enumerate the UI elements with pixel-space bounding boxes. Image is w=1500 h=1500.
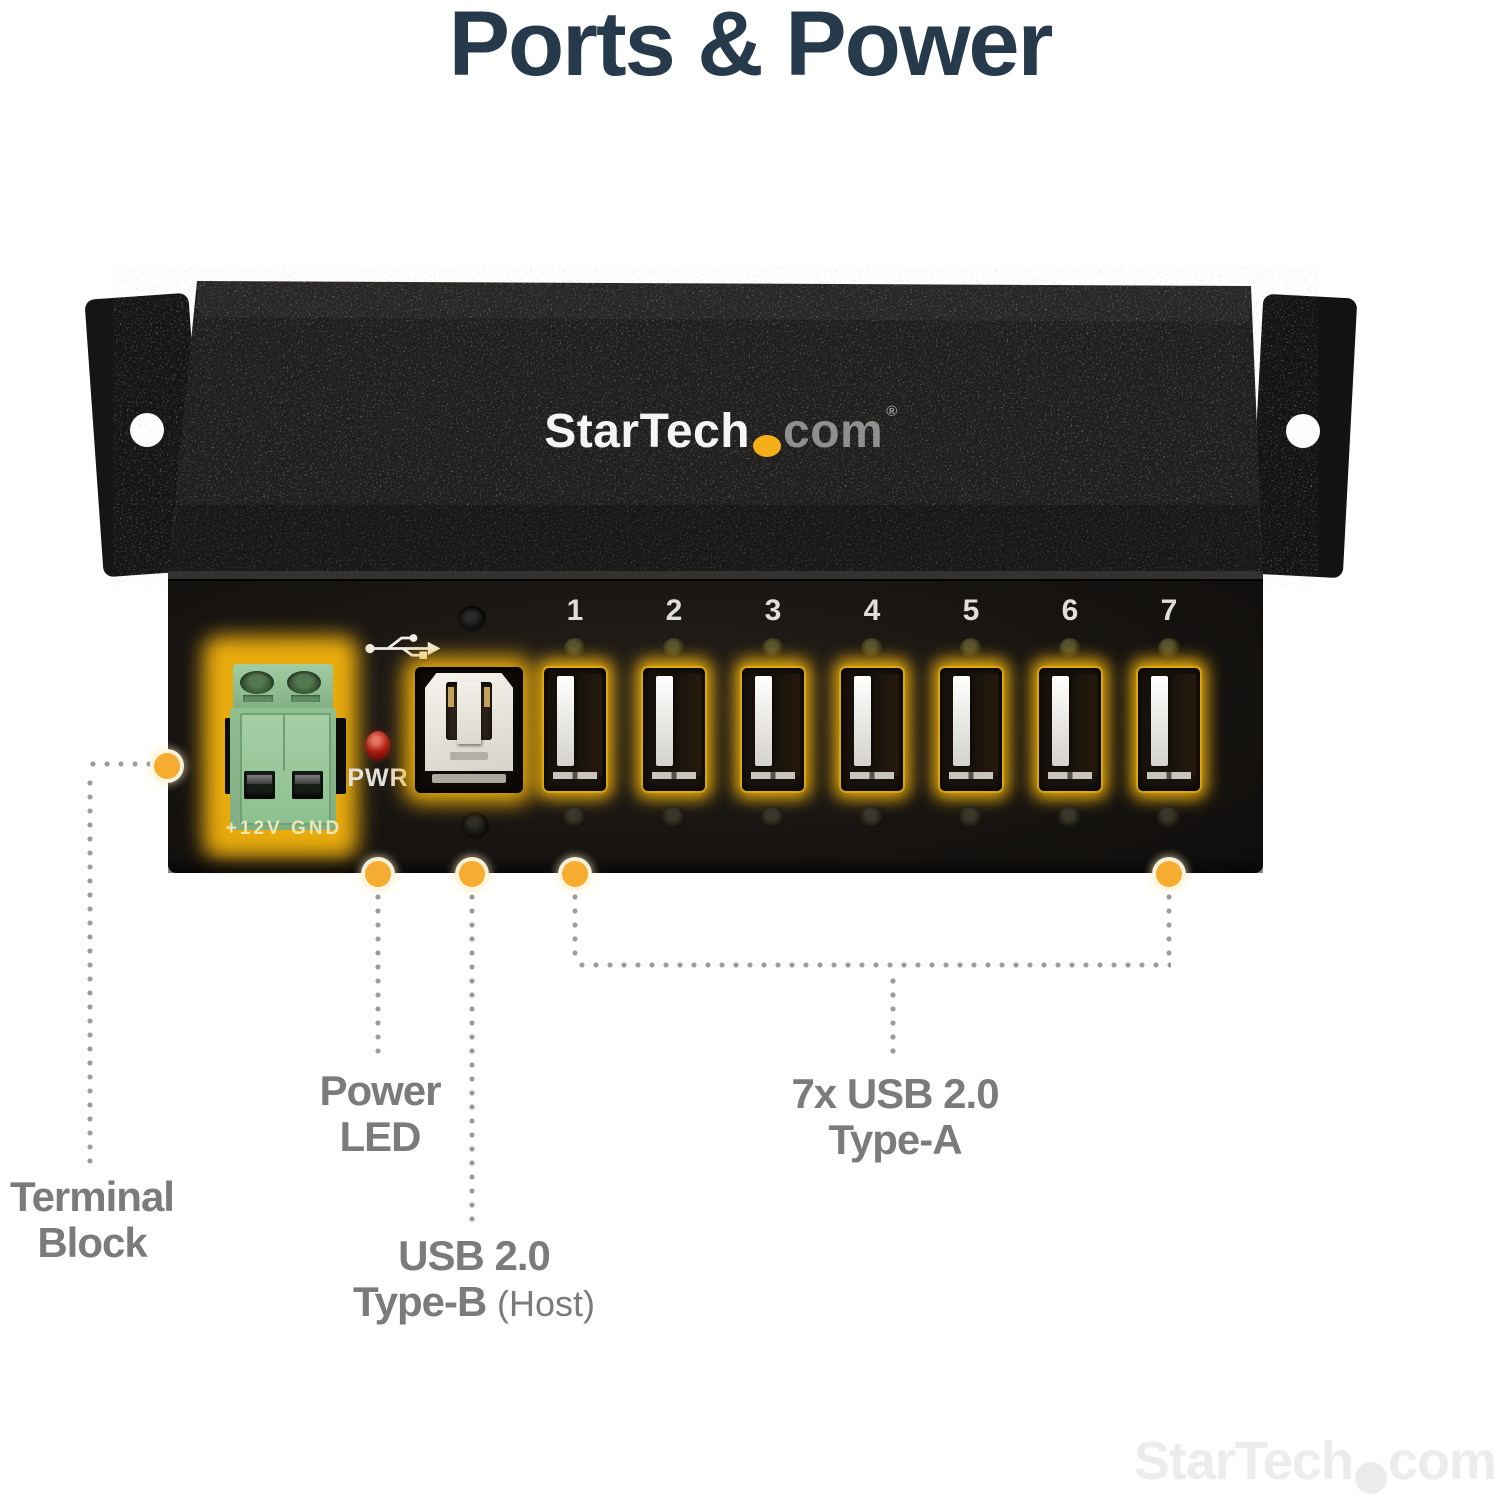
terminal-block-face	[240, 713, 331, 825]
terminal-wire-slot-right	[292, 771, 323, 799]
port-shell-edge	[652, 772, 696, 779]
port-led-hole	[861, 638, 883, 658]
port-mount-hole	[563, 806, 587, 828]
power-led-indicator	[366, 731, 390, 760]
logo-brand-text: StarTech	[544, 405, 751, 458]
usb-type-b-pin-left	[448, 687, 454, 707]
port-number: 5	[962, 594, 980, 627]
usb-a-port-2: 2	[636, 594, 712, 838]
label-terminal-block: Terminal Block	[10, 1173, 175, 1266]
port-mount-hole	[860, 806, 884, 828]
terminal-wire-slot-left	[244, 771, 275, 799]
usb-type-b-shell-edge	[432, 774, 506, 783]
callout-dot-power-led	[365, 861, 391, 887]
port-shell-edge	[850, 772, 894, 779]
front-panel-fold-edge	[168, 571, 1263, 581]
port-number: 3	[764, 594, 782, 627]
callout-dot-usb-a-right	[1156, 861, 1182, 887]
terminal-vent-slot-left	[243, 695, 273, 702]
port-tongue	[953, 676, 970, 766]
port-led-hole	[1158, 638, 1180, 658]
terminal-vent-slot-right	[291, 695, 320, 702]
port-tongue	[656, 676, 673, 766]
leader-usb-a-horizontal	[575, 962, 1171, 968]
port-led-hole	[1059, 638, 1081, 658]
leader-usb-a-left-stub	[572, 890, 578, 956]
pwr-silkscreen-label: PWR	[347, 764, 409, 792]
left-bracket-hole	[130, 413, 164, 447]
port-mount-hole	[761, 806, 785, 828]
leader-terminal-horizontal	[86, 761, 150, 767]
terminal-clip-left	[225, 718, 233, 794]
usb-type-b-tab	[457, 682, 481, 744]
usb-a-port-7: 7	[1131, 594, 1207, 838]
usb-trident-icon	[365, 634, 441, 659]
port-number: 4	[863, 594, 881, 627]
label-power-led: Power LED	[319, 1067, 441, 1160]
terminal-face-divider	[283, 715, 285, 771]
port-mount-hole	[1058, 806, 1082, 828]
port-tongue	[854, 676, 871, 766]
port-number: 7	[1160, 594, 1178, 627]
terminal-silkscreen-text: +12V GND	[225, 818, 343, 839]
port-tongue	[1151, 676, 1168, 766]
port-led-hole	[663, 638, 685, 658]
panel-screw-hole-bottom	[461, 812, 489, 840]
port-tongue	[755, 676, 772, 766]
logo-registered-mark: ®	[886, 403, 898, 420]
port-number: 2	[665, 594, 683, 627]
usb-a-port-6: 6	[1032, 594, 1108, 838]
usb-a-port-4: 4	[834, 594, 910, 838]
label-usb-type-b: USB 2.0 Type-B (Host)	[353, 1232, 595, 1325]
leader-usb-b	[469, 890, 475, 1226]
terminal-block: +12V GND	[203, 636, 365, 868]
callout-dot-usb-b	[459, 861, 485, 887]
port-shell-edge	[1048, 772, 1092, 779]
terminal-clip-right	[333, 718, 346, 794]
port-mount-hole	[959, 806, 983, 828]
port-mount-hole	[1157, 806, 1181, 828]
usb-a-port-5: 5	[933, 594, 1009, 838]
port-led-hole	[762, 638, 784, 658]
leader-power-led	[375, 890, 381, 1062]
usb-type-b-slot	[450, 752, 488, 760]
port-led-hole	[960, 638, 982, 658]
page-title: Ports & Power	[448, 0, 1054, 95]
usb-type-b-port	[404, 657, 536, 809]
port-number: 1	[566, 594, 584, 627]
port-number: 6	[1061, 594, 1079, 627]
top-panel-texture	[168, 281, 1263, 571]
panel-screw-hole-top	[458, 606, 486, 632]
terminal-screw-hole-left	[240, 671, 274, 694]
front-panel-bottom-shadow	[168, 856, 1263, 873]
port-mount-hole	[662, 806, 686, 828]
port-tongue	[1052, 676, 1069, 766]
logo-tld-text: com	[783, 405, 884, 458]
port-shell-edge	[1147, 772, 1191, 779]
leader-terminal-vertical	[87, 776, 93, 1164]
port-shell-edge	[949, 772, 993, 779]
leader-usb-a-center	[890, 974, 896, 1058]
usb-a-port-3: 3	[735, 594, 811, 838]
usb-type-b-pin-right	[484, 687, 490, 707]
callout-dot-usb-a-left	[562, 861, 588, 887]
port-led-hole	[564, 638, 586, 658]
logo-dot-icon	[753, 435, 782, 457]
label-usb-type-a: 7x USB 2.0 Type-A	[791, 1070, 999, 1163]
port-shell-edge	[553, 772, 597, 779]
port-tongue	[557, 676, 574, 766]
usb-a-port-1: 1	[537, 594, 613, 838]
terminal-screw-hole-right	[287, 671, 321, 694]
startech-logo: StarTech com®	[521, 403, 921, 458]
port-shell-edge	[751, 772, 795, 779]
leader-usb-a-right-stub	[1166, 890, 1172, 956]
right-bracket-hole	[1286, 414, 1320, 448]
watermark-dot-icon	[1354, 1462, 1387, 1494]
callout-dot-terminal	[154, 753, 180, 779]
